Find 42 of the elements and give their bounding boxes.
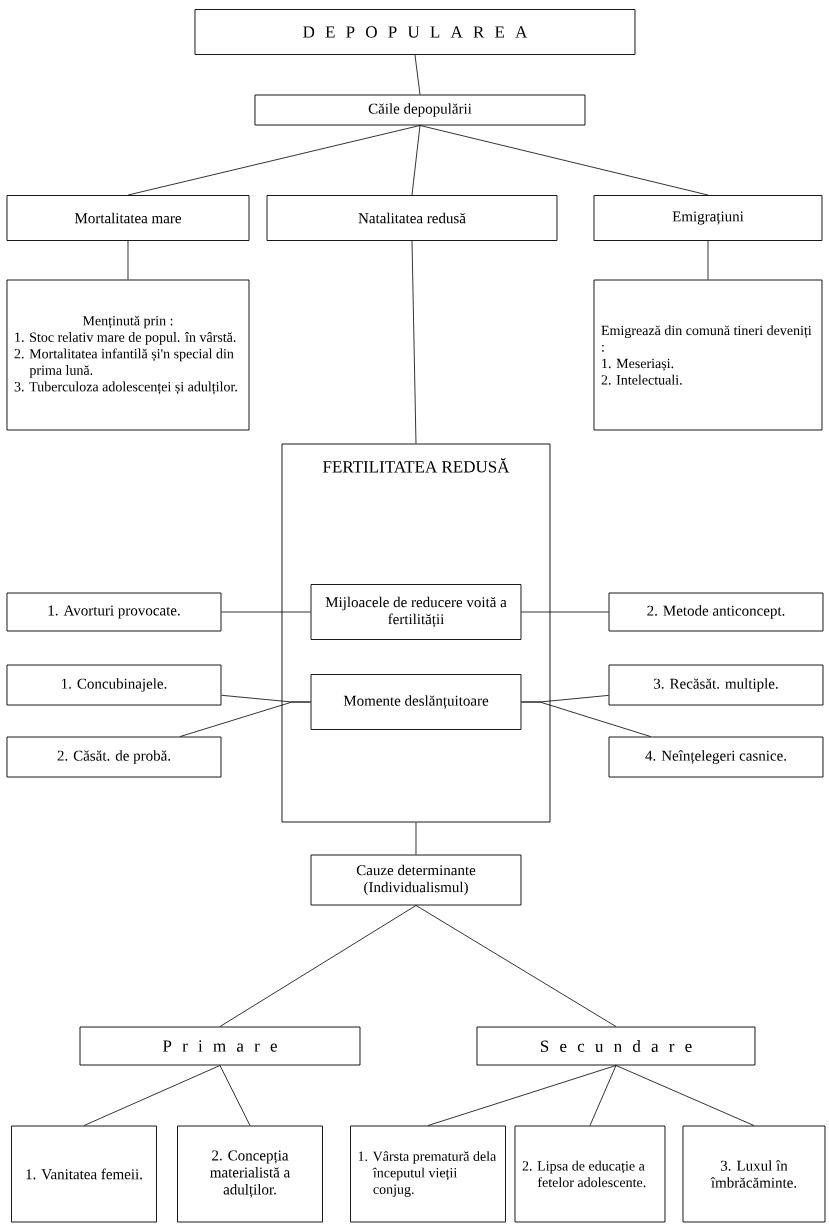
text-box: S e c u n d a r e — [476, 1026, 756, 1066]
connector-line — [219, 905, 417, 1027]
text-box: Momente deslănțuitoare — [310, 674, 522, 730]
connector-line — [615, 1065, 755, 1126]
connector-line — [589, 1065, 617, 1126]
connector-line — [83, 1065, 221, 1126]
text-box: 1. Vârsta prematură dela începutul vieții conjug. — [350, 1125, 506, 1223]
connector-line — [427, 1065, 617, 1126]
connector-line — [521, 701, 651, 737]
text-box: Căile depopulării — [254, 94, 586, 126]
connector-line — [415, 822, 417, 855]
text-box: Natalitatea redusă — [266, 195, 558, 241]
text-box: 3. Luxul în îmbrăcăminte. — [682, 1125, 826, 1223]
text-box: 4. Neînțelegeri casnice. — [608, 736, 824, 778]
text-box: 2. Căsăt. de probă. — [6, 736, 222, 778]
text-box: Mortalitatea mare — [6, 195, 250, 241]
text-box: 1. Vanitatea femeii. — [11, 1125, 157, 1223]
connector-line — [419, 125, 709, 196]
text-box: Menținută prin : 1. Stoc relativ mare de popul. în vârstă. 2. Mortalitatea infantilă și'n special din prima lună. 3. Tuberculoza adolescenței și adulților. — [6, 279, 250, 431]
connector-line — [179, 701, 311, 737]
text-box: P r i m a r e — [79, 1026, 361, 1066]
text-box: 2. Concepția materialistă a adulților. — [177, 1125, 323, 1223]
text-box: 1. Avorturi provocate. — [6, 592, 222, 632]
text-box: 1. Concubinajele. — [6, 664, 222, 706]
connector-line — [127, 240, 129, 280]
text-box: Cauze determinante (Individualismul) — [310, 854, 522, 906]
connector-line — [411, 240, 417, 444]
connector-line — [521, 611, 609, 613]
text-box: 2. Lipsa de educație a fetelor adolescente. — [514, 1125, 666, 1223]
connector-line — [219, 1065, 251, 1126]
text-box: Emigrațiuni — [593, 195, 823, 241]
text-box: 3. Recăsăt. multiple. — [608, 664, 824, 706]
connector-line — [414, 54, 421, 95]
text-box: 2. Metode anticoncept. — [608, 592, 824, 632]
connector-line — [415, 905, 617, 1027]
text-box: Mijloacele de reducere voită a fertilității — [310, 584, 522, 640]
connector-line — [127, 125, 421, 196]
text-box: Emigrează din comună tineri deveniți : 1. Meseriași. 2. Intelectuali. — [593, 279, 823, 431]
connector-line — [707, 240, 709, 280]
connector-line — [411, 125, 421, 196]
title-box: D E P O P U L A R E A — [194, 9, 636, 55]
connector-line — [221, 611, 311, 613]
